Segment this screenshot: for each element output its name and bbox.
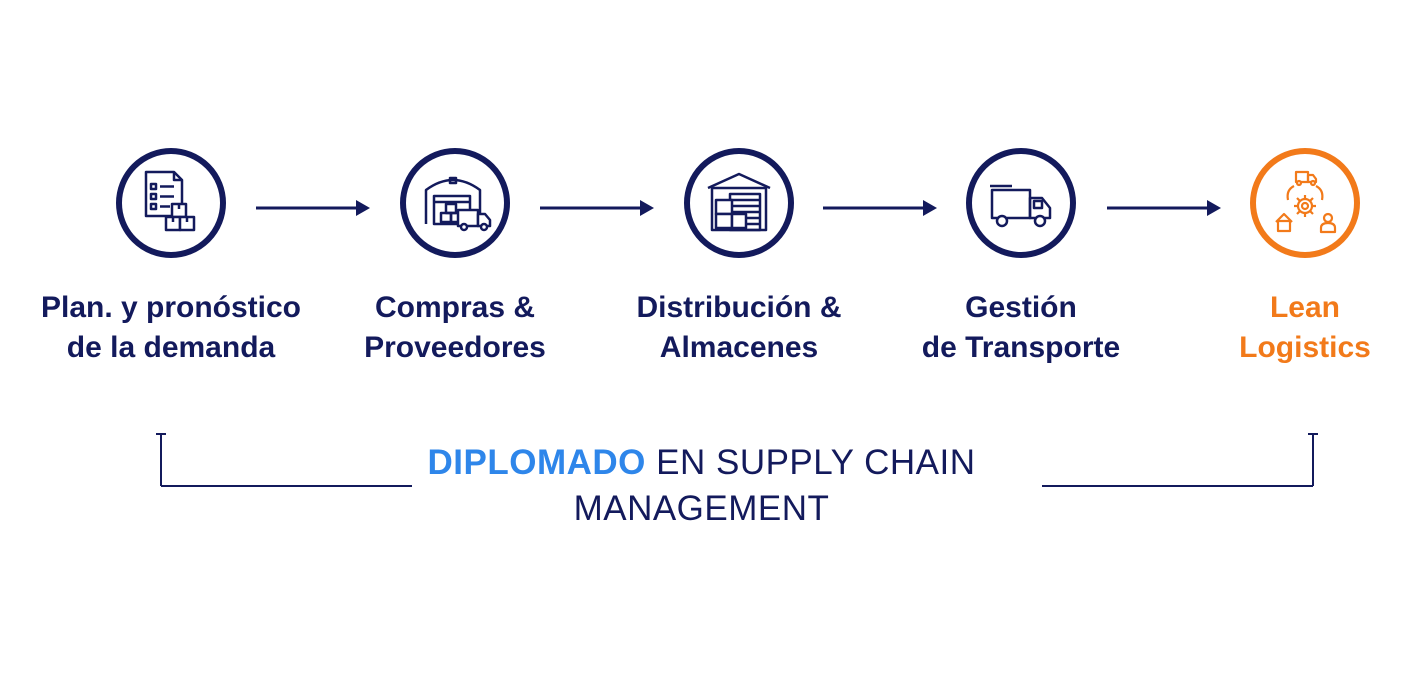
step-lean-logistics: Lean Logistics <box>1155 148 1403 368</box>
step-label-line1: Gestión <box>965 291 1077 324</box>
step-circle <box>116 148 226 258</box>
step-label: Plan. y pronóstico de la demanda <box>21 288 321 368</box>
arrow-right-icon <box>1107 200 1221 216</box>
arrow-right-icon <box>256 200 370 216</box>
step-label-line1: Distribución & <box>636 291 842 324</box>
program-title-line1: DIPLOMADO EN SUPPLY CHAIN <box>0 440 1403 486</box>
step-label-line1: Compras & <box>374 291 536 324</box>
step-label: Gestión de Transporte <box>871 288 1171 368</box>
step-label-line2: de Transporte <box>921 331 1121 364</box>
step-label: Compras & Proveedores <box>305 288 605 368</box>
demand-planning-icon <box>144 170 196 232</box>
arrow-right-icon <box>823 200 937 216</box>
step-label-line2: de la demanda <box>66 331 276 364</box>
program-title-rest: EN SUPPLY CHAIN <box>656 443 976 482</box>
step-circle <box>400 148 510 258</box>
step-circle <box>966 148 1076 258</box>
step-label: Lean Logistics <box>1155 288 1403 368</box>
warehouse-truck-icon <box>424 176 492 232</box>
program-title: DIPLOMADO EN SUPPLY CHAIN MANAGEMENT <box>0 440 1403 532</box>
program-title-line2: MANAGEMENT <box>573 489 830 528</box>
step-distribution: Distribución & Almacenes <box>589 148 889 368</box>
step-label-line2: Proveedores <box>364 331 546 364</box>
step-label-line1: Lean <box>1269 291 1341 324</box>
lean-logistics-icon <box>1275 170 1337 234</box>
warehouse-boxes-icon <box>707 172 771 232</box>
step-label-line1: Plan. y pronóstico <box>40 291 302 324</box>
step-label-line2: Almacenes <box>659 331 819 364</box>
step-label: Distribución & Almacenes <box>589 288 889 368</box>
step-label-line2: Logistics <box>1239 331 1371 364</box>
bracket-left <box>156 433 412 487</box>
step-circle <box>1250 148 1360 258</box>
truck-icon <box>990 184 1052 228</box>
step-demand-planning: Plan. y pronóstico de la demanda <box>21 148 321 368</box>
step-purchasing: Compras & Proveedores <box>305 148 605 368</box>
step-transport: Gestión de Transporte <box>871 148 1171 368</box>
arrow-right-icon <box>540 200 654 216</box>
program-title-highlight: DIPLOMADO <box>427 443 646 482</box>
bracket-right <box>1042 433 1318 487</box>
step-circle <box>684 148 794 258</box>
